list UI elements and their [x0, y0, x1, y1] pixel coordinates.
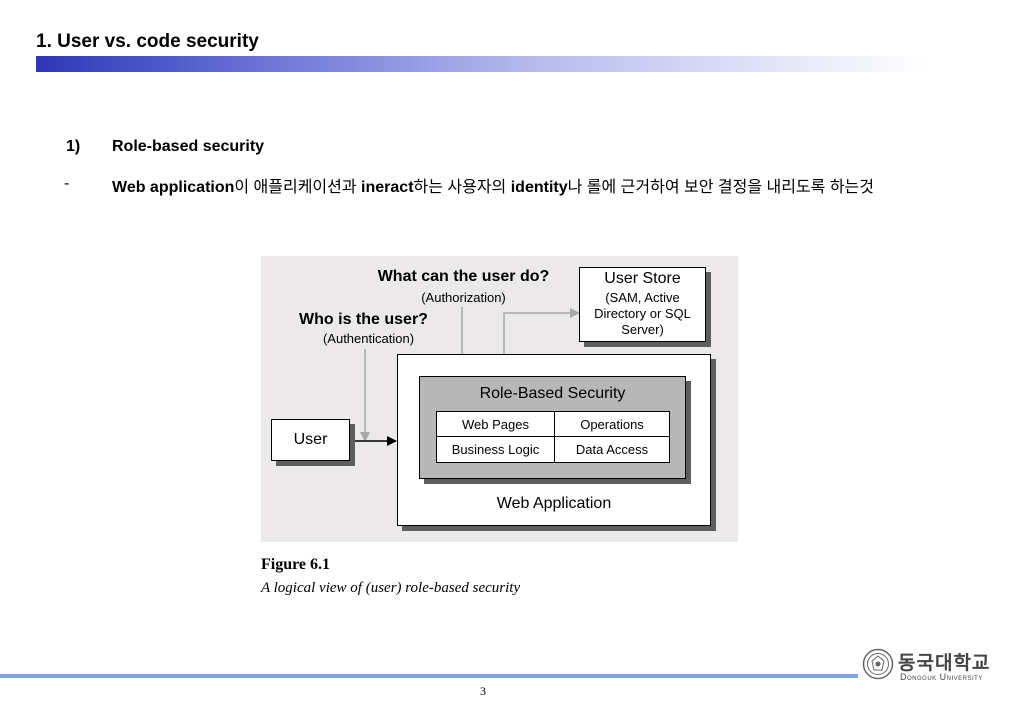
- user-store-line-2: Directory or SQL: [594, 306, 691, 321]
- security-layers-table: Web Pages Operations Business Logic Data…: [436, 411, 670, 463]
- bullet-text-part-2: 하는 사용자의: [413, 179, 511, 196]
- user-store-title: User Store: [604, 270, 681, 287]
- label-authorization: (Authorization): [421, 290, 506, 305]
- user-store-box: User Store (SAM, Active Directory or SQL…: [579, 267, 706, 342]
- bullet-bold-ineract: ineract: [361, 179, 414, 196]
- user-label: User: [293, 431, 328, 448]
- cell-web-pages: Web Pages: [437, 412, 555, 437]
- section-number: 1): [66, 138, 81, 155]
- figure-description: A logical view of (user) role-based secu…: [261, 580, 521, 596]
- figure-caption: Figure 6.1: [261, 556, 331, 573]
- bullet-text-part-3: 나 롤에 근거하여 보안 결정을 내리도록 하는것: [567, 179, 874, 196]
- footer-line: [0, 674, 858, 678]
- logo-korean-name: 동국대학교: [898, 653, 991, 674]
- slide-title: 1. User vs. code security: [36, 31, 259, 52]
- role-based-security-title: Role-Based Security: [479, 385, 626, 402]
- cell-data-access: Data Access: [575, 442, 649, 457]
- bullet-text-part-1: 이 애플리케이션과: [234, 179, 362, 196]
- web-application-label: Web Application: [496, 495, 612, 512]
- question-authorization: What can the user do?: [377, 268, 550, 285]
- bullet-dash: -: [64, 175, 70, 192]
- university-seal-icon: [862, 648, 894, 680]
- bullet-text: Web application이 애플리케이션과 ineract하는 사용자의 …: [112, 175, 942, 200]
- user-store-line-3: Server): [621, 322, 664, 337]
- bullet-bold-identity: identity: [510, 179, 568, 196]
- user-store-line-1: (SAM, Active: [605, 290, 680, 305]
- logo-english-name: Dongguk University: [900, 672, 983, 682]
- title-gradient-bar: [36, 56, 926, 72]
- cell-operations: Operations: [555, 412, 669, 437]
- question-authentication: Who is the user?: [299, 311, 428, 328]
- bullet-bold-web-application: Web application: [112, 179, 235, 196]
- user-box: User: [271, 419, 350, 461]
- label-authentication: (Authentication): [322, 331, 415, 346]
- role-based-security-figure: What can the user do? (Authorization) Wh…: [261, 256, 738, 542]
- cell-business-logic: Business Logic: [437, 437, 555, 462]
- section-heading: Role-based security: [112, 138, 265, 155]
- page-number: 3: [480, 684, 486, 698]
